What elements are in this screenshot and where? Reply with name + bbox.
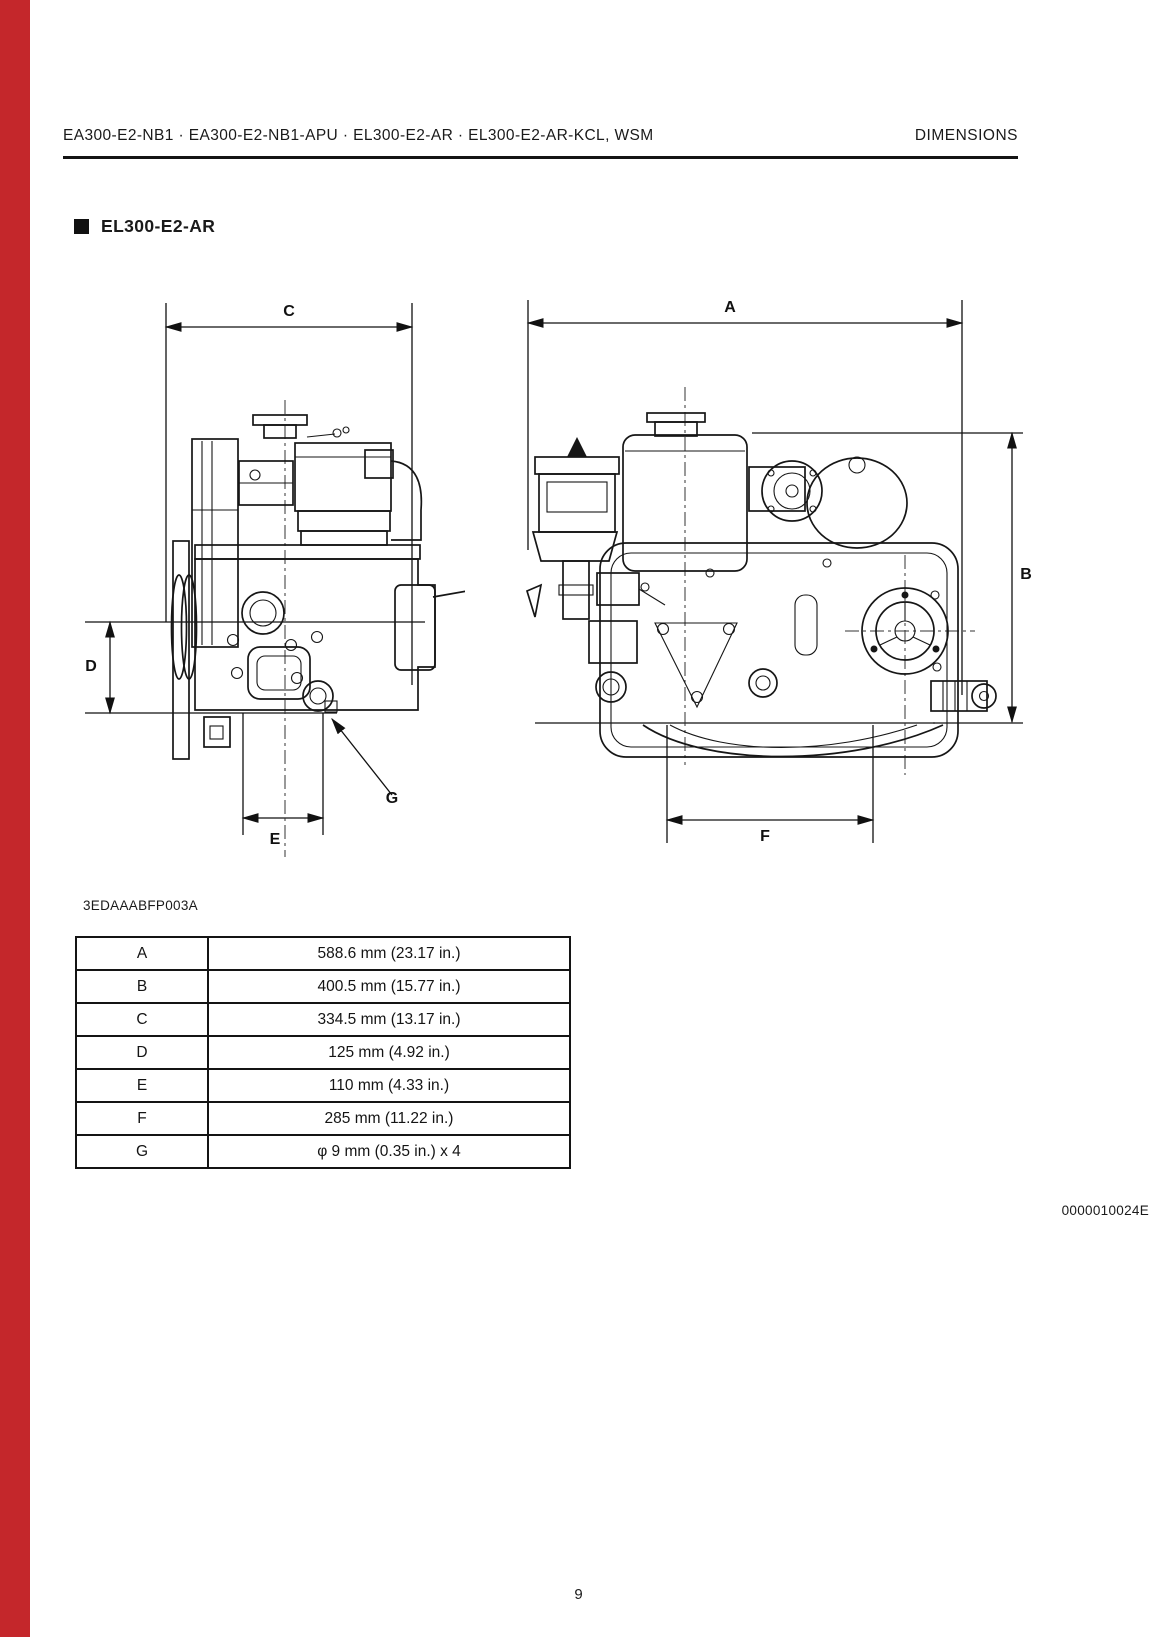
dim-letter: D xyxy=(75,1035,209,1070)
dim-label-c: C xyxy=(283,303,295,320)
engine-side-view-art xyxy=(85,303,465,857)
table-row: F 285 mm (11.22 in.) xyxy=(75,1101,571,1136)
dim-letter: A xyxy=(75,936,209,971)
dim-label-f: F xyxy=(760,828,770,845)
document-number: 0000010024E xyxy=(1061,1203,1149,1218)
dim-value: 110 mm (4.33 in.) xyxy=(207,1068,571,1103)
header-model-list: EA300-E2-NB1 · EA300-E2-NB1-APU · EL300-… xyxy=(63,127,654,144)
figure-code: 3EDAAABFP003A xyxy=(83,898,198,913)
dim-value: 285 mm (11.22 in.) xyxy=(207,1101,571,1136)
page-number: 9 xyxy=(574,1586,583,1603)
section-heading: EL300-E2-AR xyxy=(74,216,215,237)
dim-label-d: D xyxy=(85,658,97,675)
dim-value: 125 mm (4.92 in.) xyxy=(207,1035,571,1070)
engine-front-view-art xyxy=(525,300,1023,843)
dim-label-e: E xyxy=(269,831,281,848)
dim-value: 400.5 mm (15.77 in.) xyxy=(207,969,571,1004)
table-row: B 400.5 mm (15.77 in.) xyxy=(75,969,571,1004)
dim-letter: C xyxy=(75,1002,209,1037)
dim-letter: F xyxy=(75,1101,209,1136)
engine-side-view-diagram: C D E G xyxy=(85,295,465,865)
header-section-name: DIMENSIONS xyxy=(914,127,1018,144)
table-row: D 125 mm (4.92 in.) xyxy=(75,1035,571,1070)
section-square-icon xyxy=(74,219,89,234)
dim-label-g: G xyxy=(385,790,399,807)
engine-front-view-diagram: A B F xyxy=(505,295,1050,865)
table-row: G φ 9 mm (0.35 in.) x 4 xyxy=(75,1134,571,1169)
dim-letter: G xyxy=(75,1134,209,1169)
dim-value: 334.5 mm (13.17 in.) xyxy=(207,1002,571,1037)
table-row: C 334.5 mm (13.17 in.) xyxy=(75,1002,571,1037)
dim-label-b: B xyxy=(1020,566,1032,583)
dim-letter: E xyxy=(75,1068,209,1103)
section-title: EL300-E2-AR xyxy=(101,216,216,236)
table-row: A 588.6 mm (23.17 in.) xyxy=(75,936,571,971)
header-rule xyxy=(63,156,1018,159)
dimensions-table: A 588.6 mm (23.17 in.) B 400.5 mm (15.77… xyxy=(75,936,571,1169)
dim-value: φ 9 mm (0.35 in.) x 4 xyxy=(207,1134,571,1169)
red-edge-stripe xyxy=(0,0,30,1637)
table-row: E 110 mm (4.33 in.) xyxy=(75,1068,571,1103)
dim-letter: B xyxy=(75,969,209,1004)
dim-value: 588.6 mm (23.17 in.) xyxy=(207,936,571,971)
dim-label-a: A xyxy=(724,299,736,316)
